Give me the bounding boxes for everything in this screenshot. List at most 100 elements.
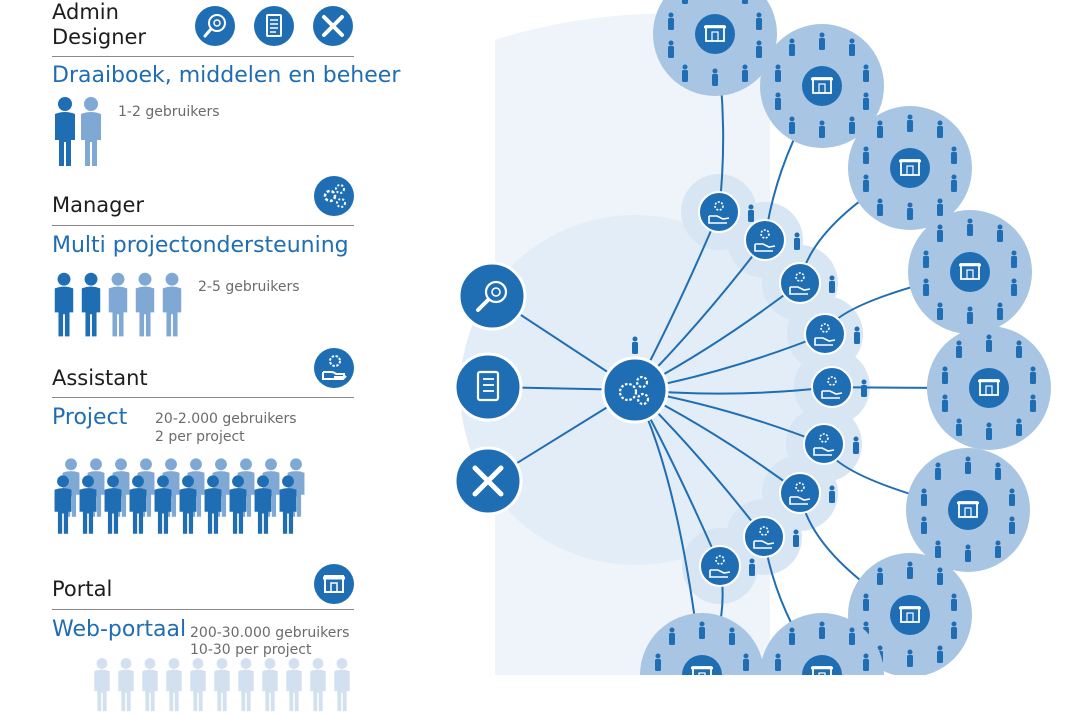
hand-gear-icon	[743, 516, 785, 558]
user-figure-icon	[227, 470, 249, 540]
user-figure-icon	[1009, 522, 1015, 534]
user-figure-icon	[942, 372, 948, 384]
user-figure-icon	[967, 306, 973, 312]
user-figure-icon	[986, 334, 992, 340]
user-figure-icon	[937, 645, 943, 651]
portal-building-icon	[964, 507, 972, 518]
user-figure-icon	[907, 114, 913, 120]
hand-gear-icon	[811, 366, 853, 408]
user-figure-icon	[995, 468, 1001, 480]
user-figure-icon	[177, 470, 199, 540]
portal-building-icon	[966, 269, 974, 280]
user-figure-icon	[743, 653, 749, 659]
hand-gear-icon	[754, 243, 776, 252]
user-figure-icon	[986, 340, 992, 352]
hand-gear-icon	[760, 229, 770, 239]
user-figure-icon	[937, 308, 943, 320]
user-figure-icon	[743, 659, 749, 671]
user-figure-icon	[907, 567, 913, 579]
user-figure-icon	[937, 204, 943, 216]
user-figure-icon	[260, 655, 280, 715]
hand-gear-icon	[714, 201, 724, 211]
user-figure-icon	[849, 633, 855, 645]
user-figure-icon	[937, 302, 943, 308]
user-figure-icon	[789, 627, 795, 633]
user-figure-icon	[951, 599, 957, 611]
user-figure-icon	[965, 456, 971, 462]
user-figure-icon	[923, 278, 929, 284]
portal-building-icon	[890, 148, 930, 188]
user-figure-icon	[668, 12, 674, 18]
user-figure-icon	[632, 336, 638, 342]
user-figure-icon	[937, 198, 943, 204]
divider	[52, 56, 354, 57]
tier-role-assistant: Assistant	[52, 366, 148, 390]
user-figure-icon	[829, 491, 835, 503]
user-figure-icon	[682, 0, 688, 4]
hand-gear-icon	[789, 496, 811, 505]
user-figure-icon	[102, 470, 124, 540]
user-figure-icon	[106, 270, 130, 340]
user-figure-icon	[1009, 516, 1015, 522]
hand-gear-icon	[779, 262, 821, 304]
user-figure-icon	[849, 38, 855, 44]
user-figure-icon	[907, 208, 913, 220]
user-figure-icon	[332, 655, 352, 715]
user-figure-icon	[877, 126, 883, 138]
user-figure-icon	[116, 655, 136, 715]
hand-gear-icon	[753, 540, 775, 549]
user-figure-icon	[1011, 278, 1017, 284]
hand-gear-icon	[314, 348, 354, 388]
user-figure-icon	[742, 70, 748, 82]
hand-gear-icon	[795, 482, 805, 492]
user-figure-icon	[854, 332, 860, 344]
hand-gear-icon	[795, 272, 805, 282]
user-figure-icon	[951, 146, 957, 152]
user-figure-icon	[863, 64, 869, 70]
pencil-ruler-icon	[313, 6, 353, 46]
user-figure-icon	[794, 238, 800, 250]
user-figure-icon	[877, 204, 883, 216]
user-figure-icon	[921, 516, 927, 522]
user-figure-icon	[789, 38, 795, 44]
user-figure-icon	[854, 326, 860, 332]
user-figure-icon	[829, 485, 835, 491]
hand-gear-icon	[827, 376, 837, 386]
pencil-ruler-icon	[472, 465, 504, 497]
user-figure-icon	[188, 655, 208, 715]
user-figure-icon	[133, 270, 157, 340]
hand-gear-icon	[698, 191, 740, 233]
user-figure-icon	[967, 218, 973, 224]
divider	[52, 397, 354, 398]
user-figure-icon	[849, 116, 855, 122]
user-figure-icon	[92, 655, 112, 715]
portal-building-icon	[969, 368, 1009, 408]
user-count: 20-2.000 gebruikers	[155, 411, 297, 427]
user-figure-icon	[789, 122, 795, 134]
gears-icon	[314, 176, 354, 216]
user-figure-icon	[907, 655, 913, 667]
user-figure-icon	[849, 44, 855, 56]
user-figure-icon	[863, 659, 869, 671]
magnifier-gear-icon	[195, 6, 235, 46]
document-list-icon	[453, 352, 523, 422]
user-figure-icon	[951, 174, 957, 180]
user-figure-icon	[863, 599, 869, 611]
user-figure-icon	[907, 202, 913, 208]
divider	[52, 609, 354, 610]
user-figure-icon	[951, 180, 957, 192]
user-figure-icon	[877, 198, 883, 204]
user-figure-icon	[853, 442, 859, 454]
user-figure-icon	[935, 540, 941, 546]
user-figure-icon	[863, 174, 869, 180]
tier-subtitle: Web-portaal	[52, 617, 187, 642]
document-list-icon	[476, 370, 500, 402]
gears-icon	[635, 375, 649, 389]
user-figure-icon	[997, 230, 1003, 242]
user-figure-icon	[819, 627, 825, 639]
user-figure-icon	[252, 470, 274, 540]
user-figure-icon	[1011, 250, 1017, 256]
user-figure-icon	[995, 462, 1001, 468]
hand-gear-icon	[708, 215, 730, 224]
portal-building-icon	[682, 655, 722, 675]
